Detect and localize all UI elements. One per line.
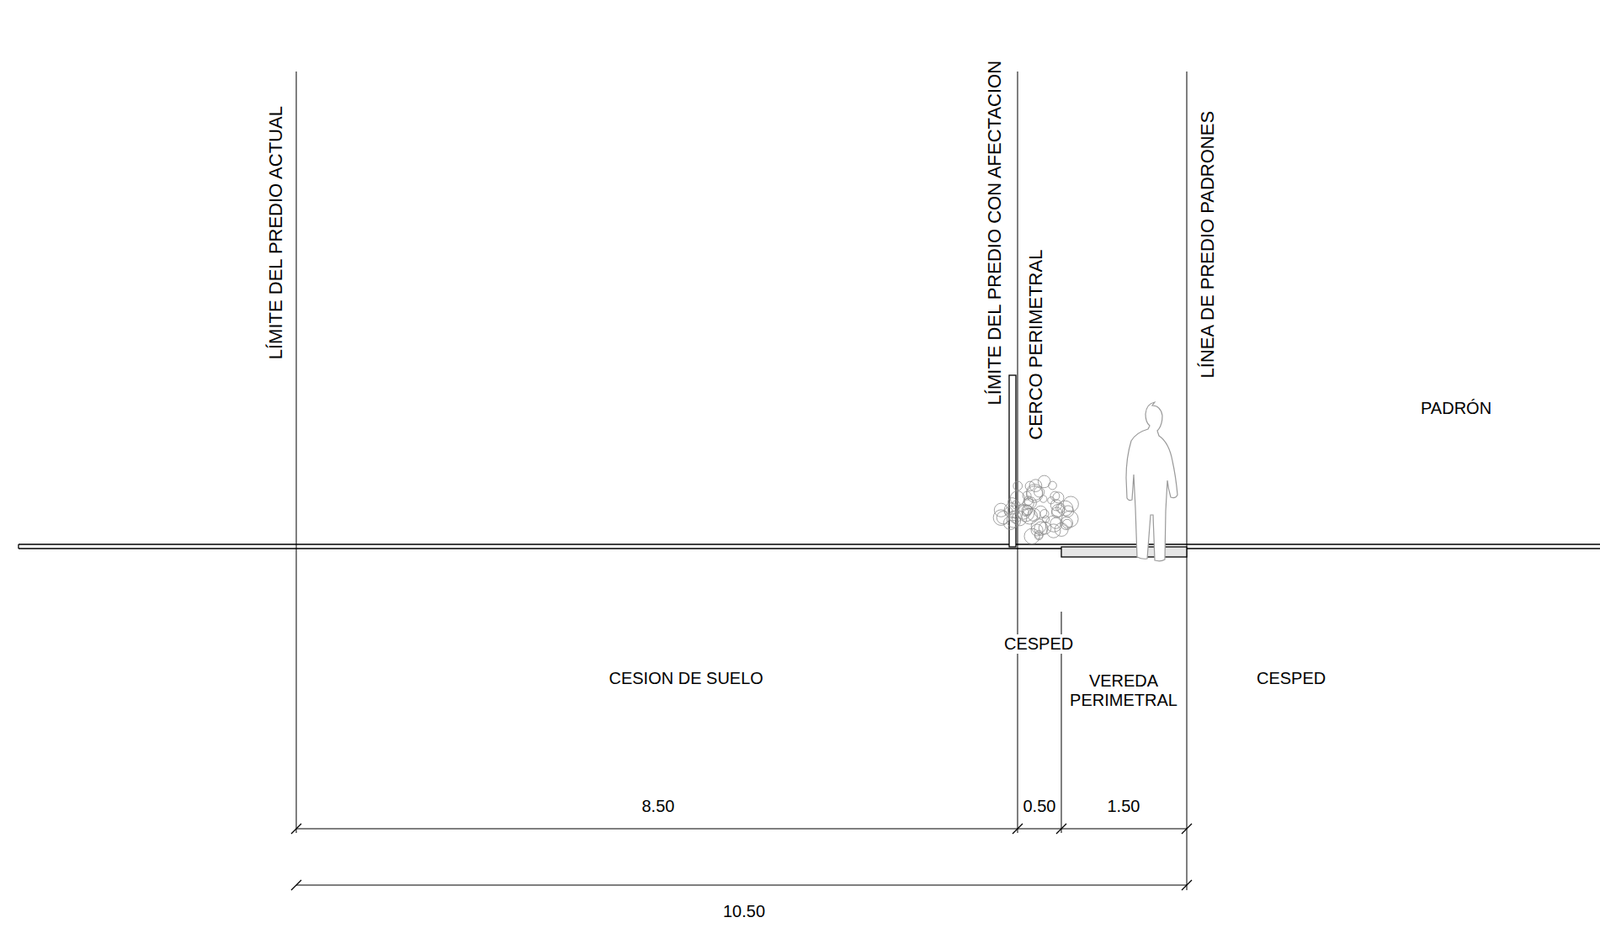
limit-label: LÍMITE DEL PREDIO CON AFECTACION	[983, 59, 1005, 405]
shrub-stroke	[1021, 508, 1038, 525]
shrub-stroke	[1025, 481, 1035, 491]
shrub-stroke	[1037, 475, 1051, 489]
shrub-stroke	[1039, 495, 1047, 503]
ground-line	[18, 544, 1600, 549]
shrub-stroke	[1027, 508, 1041, 521]
shrub	[993, 475, 1079, 544]
shrub-stroke	[1048, 481, 1058, 490]
shrub-stroke	[1062, 519, 1072, 529]
surface-label: CESPED	[1002, 634, 1075, 654]
shrub-stroke	[1006, 514, 1021, 528]
dimension-value: 0.50	[1021, 797, 1058, 817]
surface-label: VEREDA PERIMETRAL	[1067, 671, 1181, 711]
person-figure	[1126, 402, 1178, 562]
shrub-stroke	[1021, 505, 1032, 516]
surface-label: CESPED	[1256, 669, 1326, 689]
limit-label: LÍMITE DEL PREDIO ACTUAL	[264, 106, 286, 360]
area-label: CESION DE SUELO	[609, 669, 764, 689]
shrub-stroke	[1051, 507, 1062, 518]
shrub-stroke	[1054, 523, 1069, 537]
shrub-stroke	[1042, 515, 1050, 523]
dimension-value: 10.50	[721, 902, 767, 922]
shrub-stroke	[1057, 500, 1074, 516]
reference-lines	[296, 71, 1187, 891]
shrub-stroke	[1013, 481, 1023, 491]
sidewalk	[1061, 547, 1187, 558]
shrub-stroke	[1063, 496, 1079, 512]
limit-label: LÍNEA DE PREDIO PADRONES	[1196, 110, 1218, 378]
dimension-value: 8.50	[640, 797, 677, 817]
shrub-stroke	[1024, 528, 1040, 544]
area-label: PADRÓN	[1420, 398, 1492, 419]
fence-label: CERCO PERIMETRAL	[1025, 249, 1047, 440]
shrub-stroke	[1050, 491, 1060, 501]
shrub-stroke	[993, 510, 1010, 527]
dimension-value: 1.50	[1105, 797, 1143, 817]
dimension-lines	[291, 823, 1192, 891]
shrub-stroke	[1040, 510, 1049, 519]
shrub-stroke	[1009, 491, 1025, 506]
